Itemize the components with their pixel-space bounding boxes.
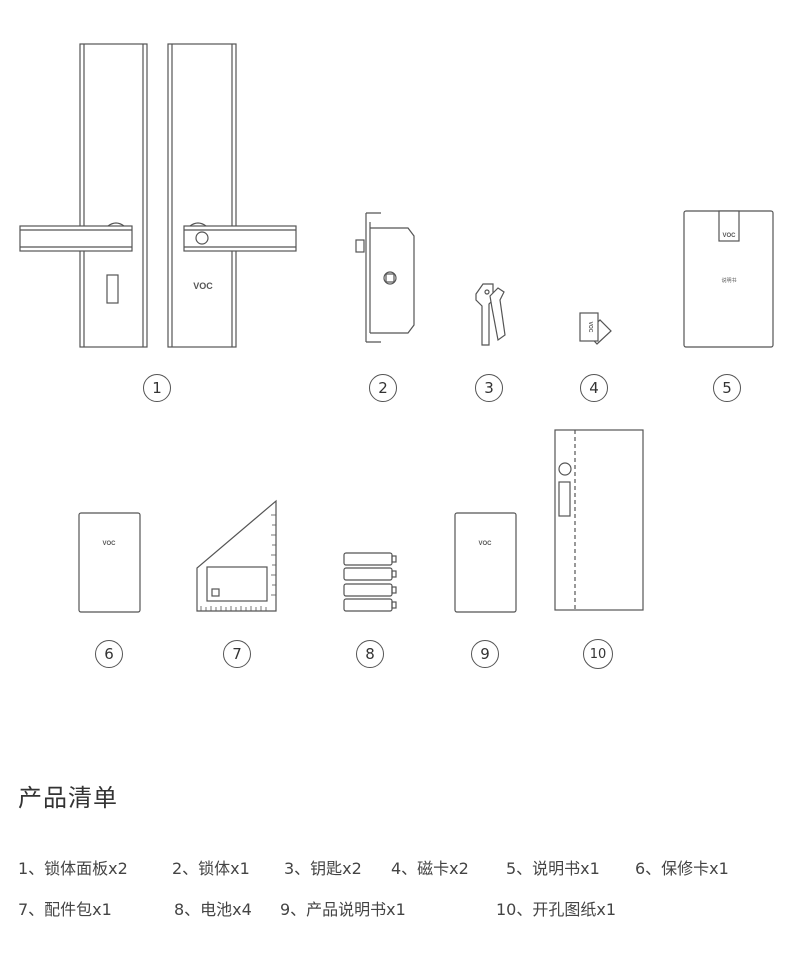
- section-title: 产品清单: [18, 784, 118, 812]
- manual-icon: VOC 说明书: [683, 210, 774, 348]
- product-manual-icon: VOC: [454, 512, 517, 613]
- item-number-5: 5: [713, 374, 741, 402]
- item-number-10: 10: [583, 639, 613, 669]
- panel-logo: VOC: [193, 281, 213, 291]
- warranty-card-icon: VOC: [78, 512, 141, 613]
- list-item: 6、保修卡x1: [635, 859, 729, 878]
- item-number-1: 1: [143, 374, 171, 402]
- manual-cover-label: 说明书: [721, 277, 736, 284]
- warranty-logo: VOC: [102, 541, 116, 547]
- list-item: 8、电池x4: [174, 900, 252, 919]
- item-number-4: 4: [580, 374, 608, 402]
- item-number-7: 7: [223, 640, 251, 668]
- keys-icon: [475, 283, 506, 346]
- list-item: 2、锁体x1: [172, 859, 250, 878]
- item-number-6: 6: [95, 640, 123, 668]
- product-manual-logo: VOC: [478, 541, 492, 547]
- batteries-icon: [343, 552, 397, 612]
- mortise-lock-body-icon: [355, 212, 415, 343]
- accessory-pack-icon: [196, 499, 277, 612]
- list-item: 5、说明书x1: [506, 859, 600, 878]
- drilling-template-icon: [554, 429, 644, 611]
- list-item: 10、开孔图纸x1: [496, 900, 617, 919]
- key-cards-icon: VOC: [579, 312, 612, 345]
- list-item: 3、钥匙x2: [284, 859, 362, 878]
- list-item: 9、产品说明书x1: [280, 900, 406, 919]
- item-number-3: 3: [475, 374, 503, 402]
- list-item: 1、锁体面板x2: [18, 859, 128, 878]
- card-logo: VOC: [587, 322, 593, 333]
- list-item: 7、配件包x1: [18, 900, 112, 919]
- item-number-2: 2: [369, 374, 397, 402]
- list-item: 4、磁卡x2: [391, 859, 469, 878]
- item-number-8: 8: [356, 640, 384, 668]
- product-illustration: VOC VOC VOC 说明书 VOC: [19, 43, 774, 613]
- item-number-9: 9: [471, 640, 499, 668]
- lock-panel-pair-icon: VOC: [19, 43, 297, 348]
- manual-logo: VOC: [722, 233, 736, 239]
